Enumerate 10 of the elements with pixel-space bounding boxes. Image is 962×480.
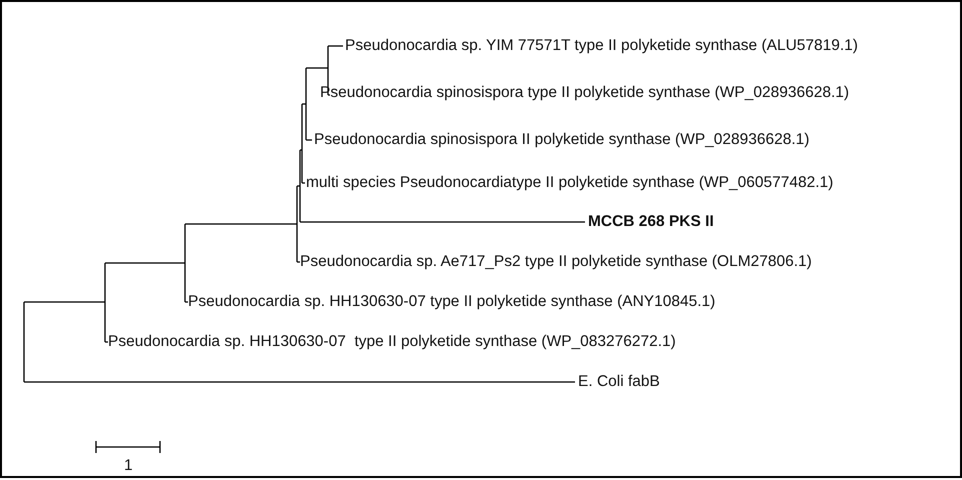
taxon-label: multi species Pseudonocardiatype II polyketide synthase (WP_060577482.1) (306, 174, 834, 192)
taxon-label: Pseudonocardia sp. HH130630-07 type II polyketide synthase (WP_083276272.1) (108, 333, 676, 351)
taxon-label: Pseudonocardia sp. YIM 77571T type II polyketide synthase (ALU57819.1) (345, 37, 858, 55)
taxon-label: MCCB 268 PKS II (588, 213, 714, 231)
taxon-label: Pseudonocardia spinosispora type II polyketide synthase (WP_028936628.1) (320, 84, 850, 102)
scale-label: 1 (124, 457, 133, 475)
taxon-label: Pseudonocardia sp. Ae717_Ps2 type II polyketide synthase (OLM27806.1) (300, 253, 812, 271)
taxon-label: Pseudonocardia spinosispora II polyketide synthase (WP_028936628.1) (314, 131, 810, 149)
taxon-label: E. Coli fabB (578, 373, 660, 391)
taxon-label: Pseudonocardia sp. HH130630-07 type II polyketide synthase (ANY10845.1) (188, 293, 716, 311)
